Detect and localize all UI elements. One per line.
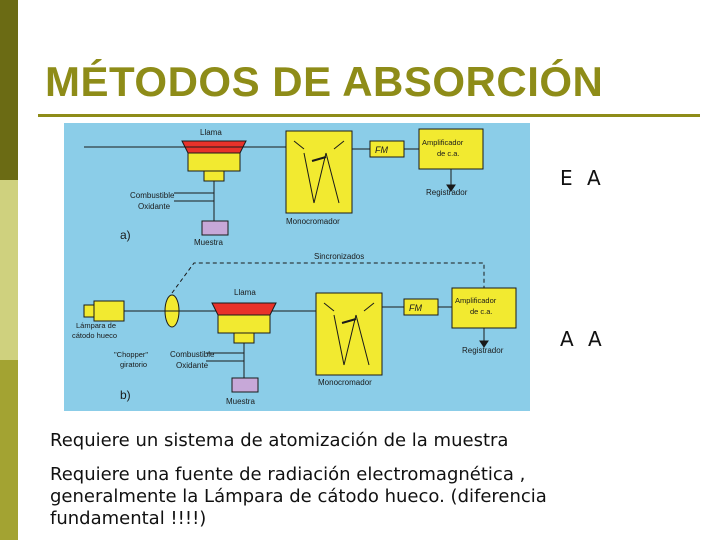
label-chopper-1: "Chopper" bbox=[114, 350, 148, 359]
label-monocromador-b: Monocromador bbox=[318, 378, 372, 387]
label-registrador-b: Registrador bbox=[462, 346, 504, 355]
panel-a bbox=[84, 128, 484, 236]
label-fm-b: FM bbox=[409, 303, 422, 313]
sample-beaker-a bbox=[201, 220, 229, 236]
slide-title: MÉTODOS DE ABSORCIÓN bbox=[45, 58, 604, 105]
amplifier-box-b bbox=[451, 287, 517, 329]
monochromator-b bbox=[315, 292, 383, 376]
label-amplificador-a: Amplificador bbox=[422, 138, 464, 147]
label-chopper-2: giratorio bbox=[120, 360, 147, 369]
label-ea: E A bbox=[560, 166, 605, 190]
label-muestra-a: Muestra bbox=[194, 238, 223, 247]
absorption-diagram: Llama FM Amplificador de c.a. Combustibl… bbox=[64, 123, 530, 411]
label-panel-a: a) bbox=[120, 228, 131, 242]
decor-bar-olive bbox=[0, 360, 18, 540]
label-llama-b: Llama bbox=[234, 288, 256, 297]
title-underline bbox=[38, 114, 700, 117]
amplifier-box-a bbox=[418, 128, 484, 170]
label-panel-b: b) bbox=[120, 388, 131, 402]
label-aa: A A bbox=[560, 327, 606, 351]
label-deca-a: de c.a. bbox=[437, 149, 460, 158]
label-muestra-b: Muestra bbox=[226, 397, 255, 406]
label-lampara-1: Lámpara de bbox=[76, 321, 116, 330]
panel-a-labels: Llama FM Amplificador de c.a. Combustibl… bbox=[120, 128, 468, 247]
sample-beaker-b bbox=[231, 377, 259, 393]
burner-a bbox=[187, 152, 241, 172]
label-fm-a: FM bbox=[375, 145, 388, 155]
label-lampara-2: cátodo hueco bbox=[72, 331, 117, 340]
label-combustible-b: Combustible bbox=[170, 350, 215, 359]
label-monocromador-a: Monocromador bbox=[286, 217, 340, 226]
label-deca-b: de c.a. bbox=[470, 307, 493, 316]
decor-bar-dark bbox=[0, 0, 18, 180]
text-requirement-atomization: Requiere un sistema de atomización de la… bbox=[50, 430, 509, 451]
flame-b bbox=[211, 302, 277, 316]
panel-b-labels: Sincronizados Lámpara de cátodo hueco "C… bbox=[72, 252, 504, 406]
panel-b bbox=[83, 262, 517, 393]
label-llama-a: Llama bbox=[200, 128, 222, 137]
label-sincronizados: Sincronizados bbox=[314, 252, 364, 261]
decor-bar-light bbox=[0, 180, 18, 360]
label-combustible-a: Combustible bbox=[130, 191, 175, 200]
burner-b bbox=[217, 314, 271, 334]
monochromator-a bbox=[285, 130, 353, 214]
label-oxidante-a: Oxidante bbox=[138, 202, 171, 211]
label-oxidante-b: Oxidante bbox=[176, 361, 209, 370]
burner-neck-a bbox=[203, 170, 225, 182]
text-requirement-radiation: Requiere una fuente de radiación electro… bbox=[50, 464, 547, 529]
hollow-cathode-lamp bbox=[93, 300, 125, 322]
label-amplificador-b: Amplificador bbox=[455, 296, 497, 305]
label-registrador-a: Registrador bbox=[426, 188, 468, 197]
